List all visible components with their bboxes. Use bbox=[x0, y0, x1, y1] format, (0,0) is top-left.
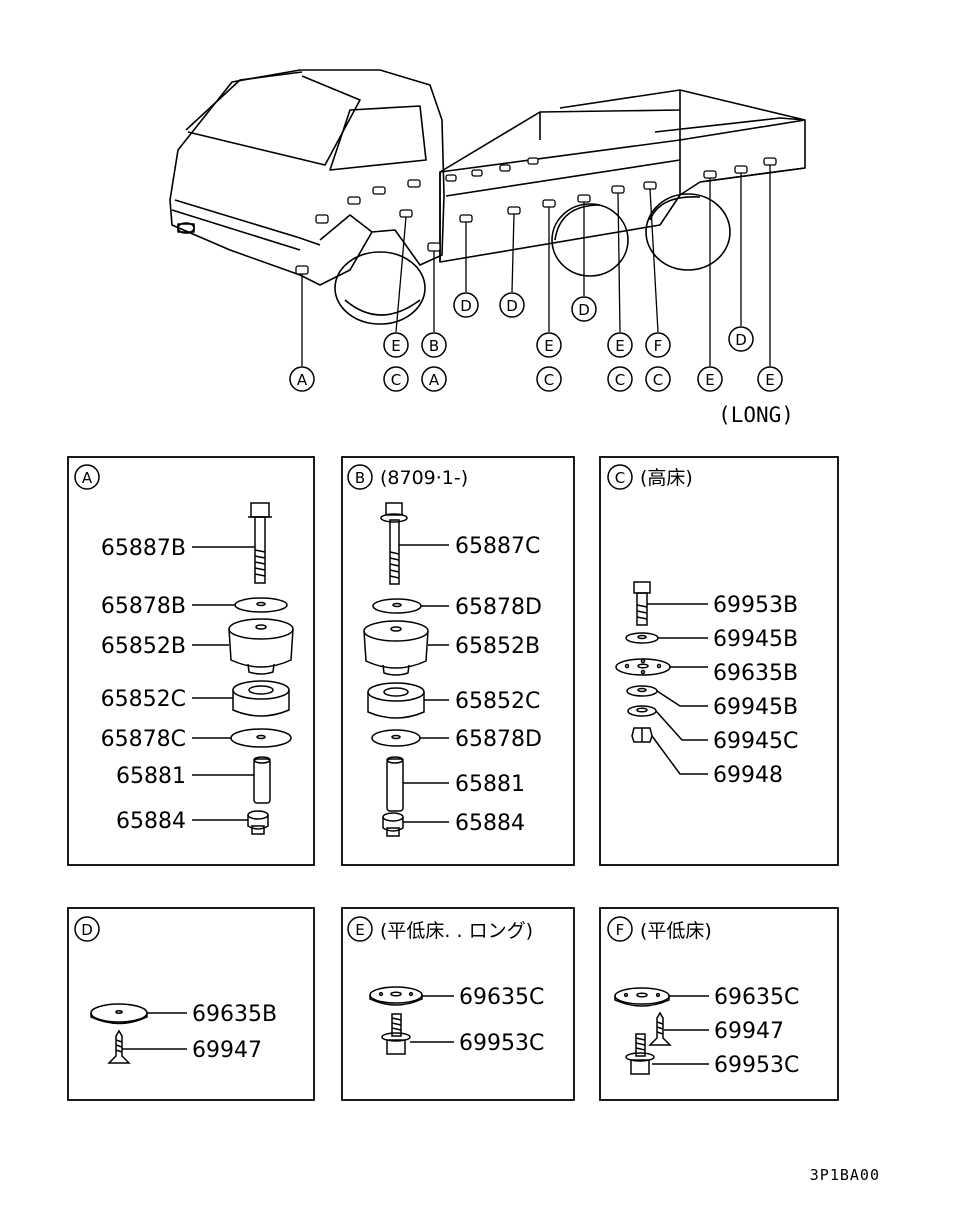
overview-callouts bbox=[289, 292, 783, 392]
panel-d-letter: D bbox=[81, 921, 93, 939]
part-number: 65852C bbox=[101, 687, 186, 712]
panel-b-title: (8709·1-) bbox=[380, 467, 468, 489]
panel-e-title: (平低床. . ロング) bbox=[380, 920, 533, 942]
panel-b-parts bbox=[363, 502, 449, 837]
panel-c-letter: C bbox=[615, 469, 625, 487]
part-number: 65884 bbox=[455, 811, 525, 836]
callout-a: A bbox=[297, 371, 308, 389]
callout-e: E bbox=[705, 371, 714, 389]
part-number: 69953B bbox=[713, 593, 798, 618]
part-number: 69953C bbox=[459, 1031, 544, 1056]
panel-f-title: (平低床) bbox=[640, 920, 712, 942]
long-label: (LONG) bbox=[718, 403, 794, 427]
part-number: 69635B bbox=[713, 661, 798, 686]
part-number: 69635C bbox=[459, 985, 544, 1010]
callout-c: C bbox=[615, 371, 625, 389]
callout-d: D bbox=[735, 331, 747, 349]
part-number: 69953C bbox=[714, 1053, 799, 1078]
part-number: 69947 bbox=[192, 1038, 262, 1063]
part-number: 65852B bbox=[455, 634, 540, 659]
callout-c: C bbox=[653, 371, 663, 389]
callout-e: E bbox=[615, 337, 624, 355]
part-number: 69945B bbox=[713, 627, 798, 652]
part-number: 65881 bbox=[116, 764, 186, 789]
part-number: 65852C bbox=[455, 689, 540, 714]
panel-a-parts bbox=[192, 502, 294, 835]
part-number: 65887B bbox=[101, 536, 186, 561]
callout-d: D bbox=[506, 297, 518, 315]
panel-c-parts bbox=[615, 581, 708, 775]
panel-b-letter: B bbox=[355, 469, 365, 487]
part-number: 65881 bbox=[455, 772, 525, 797]
part-number: 65852B bbox=[101, 634, 186, 659]
part-number: 69635C bbox=[714, 985, 799, 1010]
truck-illustration bbox=[169, 69, 806, 366]
callout-e: E bbox=[765, 371, 774, 389]
part-number: 69635B bbox=[192, 1002, 277, 1027]
part-number: 65878D bbox=[455, 727, 542, 752]
part-number: 65878B bbox=[101, 594, 186, 619]
panel-d-parts bbox=[90, 1003, 187, 1064]
part-number: 69945B bbox=[713, 695, 798, 720]
callout-f: F bbox=[654, 337, 663, 355]
callout-c: C bbox=[391, 371, 401, 389]
callout-a: A bbox=[429, 371, 440, 389]
panel-e-parts bbox=[369, 986, 454, 1055]
part-number: 69947 bbox=[714, 1019, 784, 1044]
callout-c: C bbox=[544, 371, 554, 389]
part-number: 69948 bbox=[713, 763, 783, 788]
part-number: 65878D bbox=[455, 595, 542, 620]
callout-d: D bbox=[460, 297, 472, 315]
panel-f-letter: F bbox=[616, 921, 625, 939]
callout-e: E bbox=[544, 337, 553, 355]
panel-a-letter: A bbox=[82, 469, 93, 487]
callout-b: B bbox=[429, 337, 439, 355]
panel-e-letter: E bbox=[355, 921, 364, 939]
part-number: 65878C bbox=[101, 727, 186, 752]
part-number: 65887C bbox=[455, 534, 540, 559]
panel-c-title: (高床) bbox=[640, 467, 693, 489]
panel-borders bbox=[67, 456, 839, 1101]
callout-e: E bbox=[391, 337, 400, 355]
diagram-code: 3P1BA00 bbox=[810, 1166, 880, 1184]
callout-d: D bbox=[578, 301, 590, 319]
part-number: 65884 bbox=[116, 809, 186, 834]
part-number: 69945C bbox=[713, 729, 798, 754]
panel-f-parts bbox=[614, 987, 709, 1075]
